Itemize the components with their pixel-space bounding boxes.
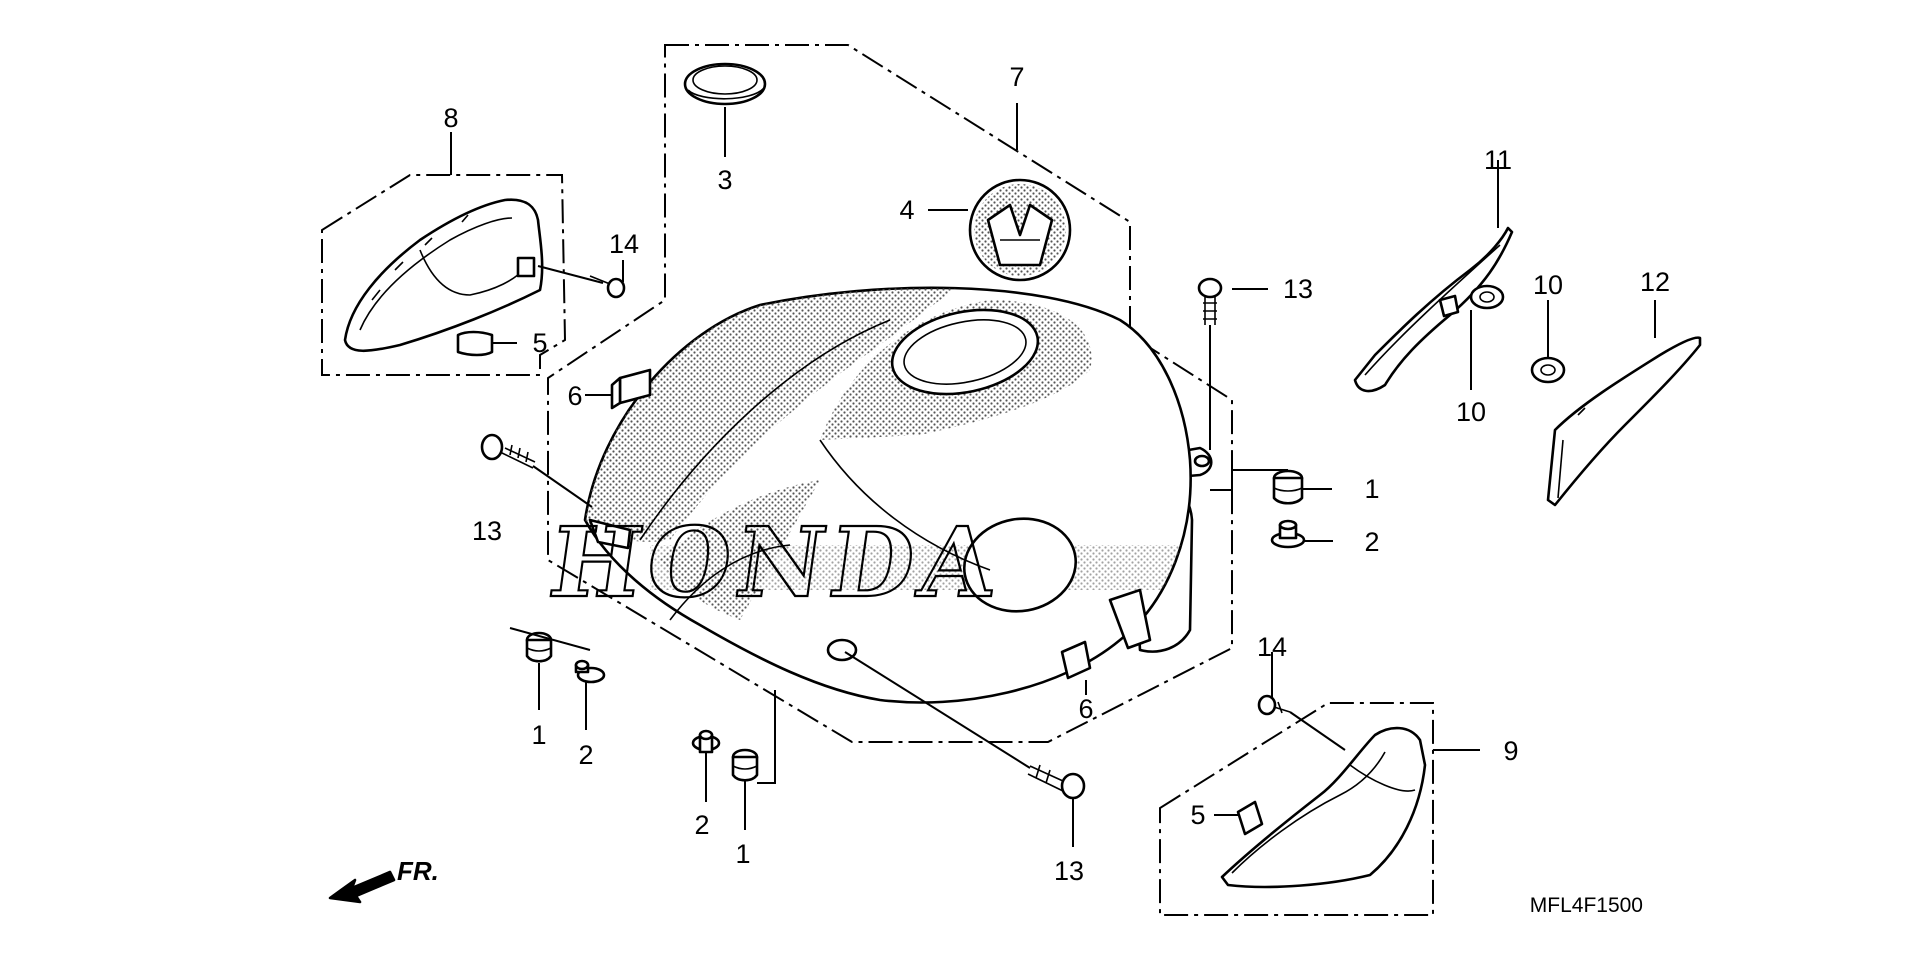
part-13-upper-bolt <box>1197 277 1223 450</box>
part-7-tank-cover: HONDA <box>542 286 1213 704</box>
callout-6-upper: 6 <box>567 381 582 411</box>
callout-5-lower: 5 <box>1190 800 1205 830</box>
callout-5-upper: 5 <box>532 328 547 358</box>
svg-text:HONDA: HONDA <box>543 505 1009 618</box>
part-13-left-bolt <box>480 433 593 508</box>
front-direction-label: FR. <box>397 856 439 886</box>
callout-9: 9 <box>1503 736 1518 766</box>
callout-6-lower: 6 <box>1078 694 1093 724</box>
part-5-lower-cushion <box>1236 800 1264 836</box>
part-14-upper-screw <box>537 265 626 299</box>
group-outline-8 <box>321 174 567 376</box>
callout-3: 3 <box>717 165 732 195</box>
group-outline-9 <box>1159 702 1434 916</box>
part-6-upper-cushion <box>610 368 652 410</box>
callout-2-left: 2 <box>578 740 593 770</box>
callout-2-right: 2 <box>1364 527 1379 557</box>
part-4-emblem <box>968 178 1072 282</box>
leader-lines <box>450 103 1656 847</box>
callout-13-lower: 13 <box>1054 856 1084 886</box>
part-11-right-garnish <box>1353 226 1514 393</box>
part-2-right-collar <box>1270 519 1306 549</box>
callout-10-right: 10 <box>1533 270 1563 300</box>
part-2-left-collar <box>574 659 606 684</box>
catalog-code: MFL4F1500 <box>1530 894 1643 917</box>
part-1-left-grommet <box>525 631 553 663</box>
callout-4: 4 <box>899 195 914 225</box>
callout-13-left: 13 <box>472 516 502 546</box>
part-1-lower-grommet <box>731 748 759 782</box>
callout-7: 7 <box>1009 62 1024 92</box>
part-1-right-grommet <box>1272 469 1304 505</box>
part-10-left-grommet <box>1469 284 1505 310</box>
callout-1-lower: 1 <box>735 839 750 869</box>
part-12-right-cover <box>1546 336 1702 507</box>
part-9-lower-garnish <box>1220 726 1427 889</box>
part-2-lower-collar <box>691 729 721 754</box>
part-14-lower-screw <box>1257 694 1346 751</box>
callout-labels: 8 14 5 3 7 4 13 6 13 1 2 11 10 10 12 1 2… <box>443 62 1670 886</box>
callout-12: 12 <box>1640 267 1670 297</box>
part-10-right-grommet <box>1530 356 1566 384</box>
part-8-left-garnish <box>343 198 544 353</box>
callout-2-lower: 2 <box>694 810 709 840</box>
group-outline-7 <box>547 44 1233 743</box>
part-6-lower-cushion <box>1060 640 1092 680</box>
callout-10-left: 10 <box>1456 397 1486 427</box>
callout-11: 11 <box>1484 145 1512 175</box>
callout-13-upper: 13 <box>1283 274 1313 304</box>
callout-1-right: 1 <box>1364 474 1379 504</box>
callout-14-lower: 14 <box>1257 632 1287 662</box>
callout-1-left: 1 <box>531 720 546 750</box>
callout-8: 8 <box>443 103 458 133</box>
part-5-upper-cushion <box>456 330 494 357</box>
callout-14-upper: 14 <box>609 229 639 259</box>
part-3-gasket <box>683 62 767 106</box>
front-direction-arrow-icon <box>328 870 396 904</box>
